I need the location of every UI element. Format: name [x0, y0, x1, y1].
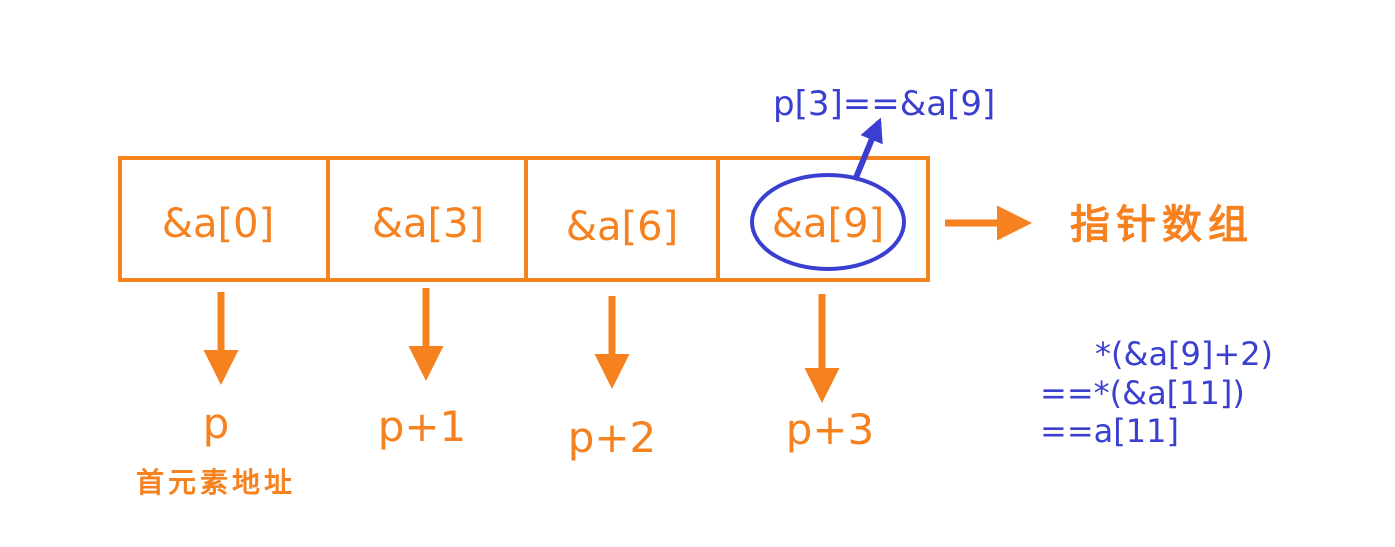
pointer-label-0: p: [203, 399, 230, 448]
highlight-arrow: [852, 117, 883, 182]
array-cell-2: &a[6]: [566, 204, 678, 250]
highlight-ellipse: [750, 173, 906, 271]
pointer-array-box: [118, 156, 930, 282]
pointer-label-2: p+2: [568, 413, 657, 462]
array-cell-3: &a[9]: [772, 201, 884, 247]
array-cell-1: &a[3]: [372, 201, 484, 247]
highlight-note: p[3]==&a[9]: [773, 84, 995, 124]
derivation-line-3: ==a[11]: [1040, 412, 1179, 450]
array-cell-0: &a[0]: [162, 201, 274, 247]
array-label: 指针数组: [1070, 202, 1254, 248]
derivation-line-1: *(&a[9]+2): [1095, 335, 1273, 373]
pointer-label-1: p+1: [378, 402, 467, 451]
derivation-line-2: ==*(&a[11]): [1040, 374, 1245, 412]
first-element-label: 首元素地址: [136, 466, 296, 499]
pointer-label-3: p+3: [786, 405, 875, 454]
